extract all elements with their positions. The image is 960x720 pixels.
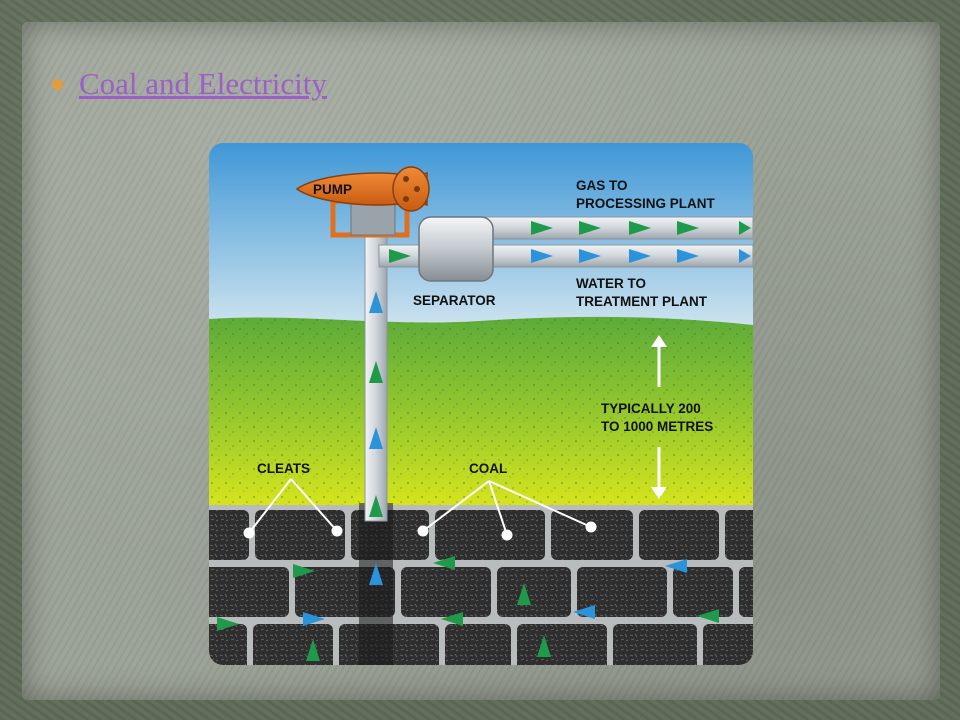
- diagram-svg: PUMP: [209, 143, 753, 665]
- water-flow-arrow-icon: [531, 249, 751, 263]
- pump-label: PUMP: [313, 182, 352, 197]
- water-pipe: [484, 244, 753, 268]
- gas-label-line1: GAS TO: [576, 178, 628, 193]
- cleat-flow-arrows: [217, 556, 719, 661]
- bullet-dot-icon: [52, 78, 63, 90]
- pump-icon: PUMP: [295, 166, 430, 238]
- depth-label-line2: TO 1000 METRES: [601, 419, 713, 434]
- cleats-label: CLEATS: [257, 461, 310, 476]
- gas-label-line2: PROCESSING PLANT: [576, 196, 716, 211]
- water-label-line2: TREATMENT PLANT: [576, 294, 708, 309]
- depth-label-line1: TYPICALLY 200: [601, 401, 701, 416]
- gas-flow-arrow-icon: [389, 221, 751, 263]
- label-pointers: [243, 478, 597, 541]
- ground-texture: [209, 316, 753, 513]
- separator-tank-icon: [418, 216, 494, 282]
- water-label-line1: WATER TO: [576, 276, 646, 291]
- depth-arrow-icon: [651, 335, 667, 499]
- coal-seam-gas-diagram: PUMP: [209, 143, 753, 665]
- slide-panel: [22, 22, 940, 700]
- coal-electricity-link[interactable]: Coal and Electricity: [79, 66, 327, 101]
- gas-pipe: [484, 216, 753, 240]
- well-flow-arrows: [369, 291, 383, 585]
- bullet-item: Coal and Electricity: [52, 64, 327, 104]
- separator-label: SEPARATOR: [413, 293, 496, 308]
- coal-label: COAL: [469, 461, 507, 476]
